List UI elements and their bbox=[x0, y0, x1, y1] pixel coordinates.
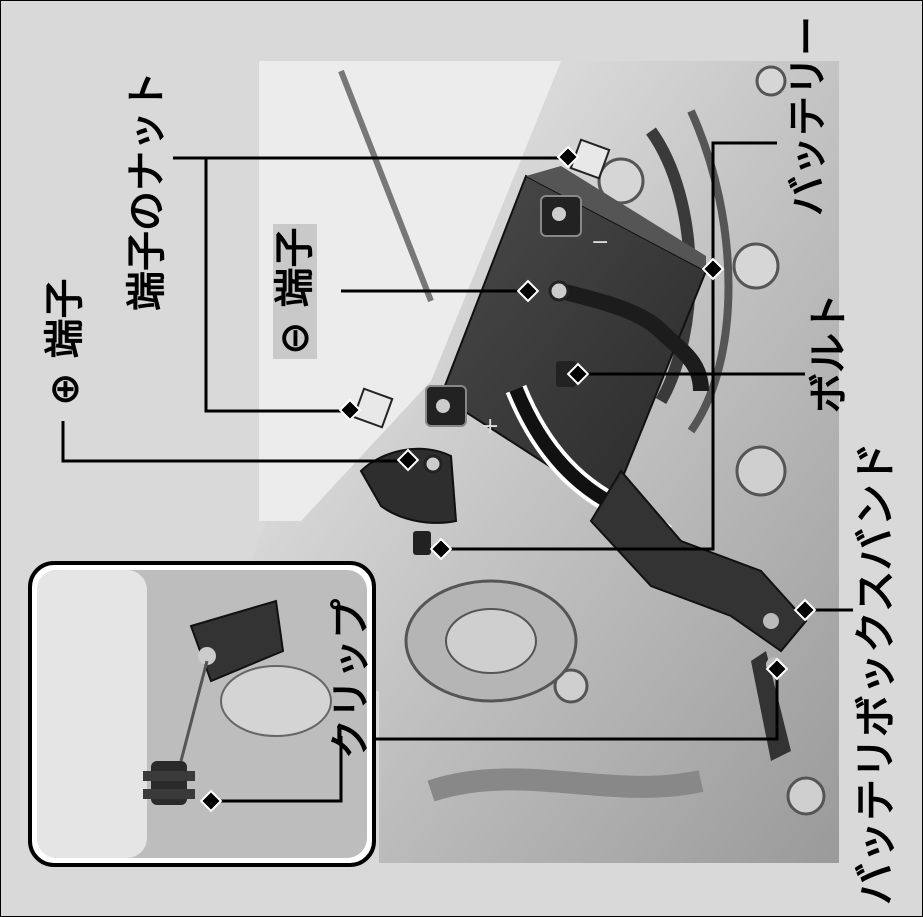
clip-inset bbox=[28, 561, 376, 867]
svg-text:+: + bbox=[481, 414, 499, 439]
terminal-nut-label: 端子のナット bbox=[124, 71, 170, 311]
bolt-label: ボルト bbox=[806, 293, 852, 413]
svg-text:−: − bbox=[591, 230, 609, 255]
leader-lines bbox=[61, 141, 853, 803]
battery-label: バッテリー bbox=[785, 16, 831, 216]
minus-terminal-label: ⊖ 端子 bbox=[272, 223, 318, 359]
plus-terminal-label: ⊕ 端子 bbox=[42, 278, 88, 406]
battery-box-band-label: バッテリボックスバンド bbox=[851, 442, 900, 905]
leader-markers bbox=[199, 145, 817, 813]
clip-label: クリップ bbox=[328, 599, 374, 759]
